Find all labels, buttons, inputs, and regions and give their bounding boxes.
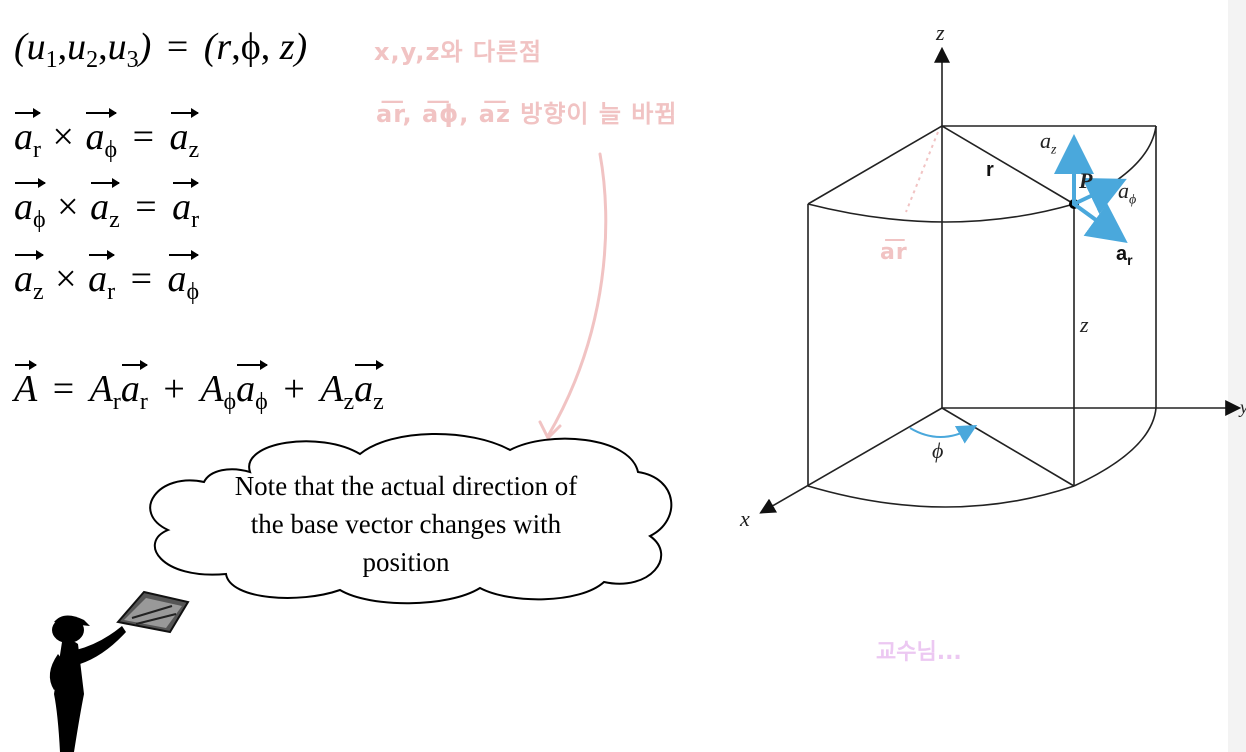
right-edge-strip (1228, 0, 1246, 752)
cloud-callout-shape (149, 432, 673, 605)
point-P-label: P (1079, 168, 1093, 193)
a-z-unit-vector-label: az (1040, 128, 1057, 158)
z-axis-label: z (936, 20, 945, 45)
cylindrical-coordinates-figure (759, 46, 1242, 514)
handwritten-professor-note: 교수님... (876, 640, 962, 665)
coordinate-mapping-equation: (u1,u2,u3) = (r,ϕ, z) (14, 26, 308, 73)
cross-product-equation-1: ar × aϕ = az (14, 108, 200, 163)
handwritten-note-line2: a͞r, a͞ϕ, a͞z 방향이 늘 바뀜 (376, 100, 678, 128)
cloud-note: Note that the actual direction of the ba… (196, 467, 616, 581)
cloud-note-line3: position (362, 547, 450, 577)
height-z-label: z (1080, 312, 1089, 337)
cross-product-equation-3: az × ar = aϕ (14, 250, 200, 305)
vector-decomposition-equation: A = Arar + Aϕaϕ + Azaz (14, 360, 384, 415)
x-axis-label: x (740, 506, 750, 531)
handwritten-ar-mark: a͞r (880, 240, 908, 265)
y-axis-label: y (1240, 398, 1246, 416)
radius-label: r (986, 159, 994, 181)
handwritten-note-line1: x,y,z와 다른점 (374, 38, 543, 66)
cross-product-equation-2: aϕ × az = ar (14, 178, 200, 233)
thinking-person-clipart (49, 590, 190, 752)
handwritten-arrow (538, 152, 608, 440)
a-r-unit-vector-label: ar (1116, 243, 1133, 268)
cloud-note-line1: Note that the actual direction of (234, 471, 578, 501)
phi-angle-label: ϕ (932, 438, 944, 463)
cloud-note-line2: the base vector changes with (250, 509, 562, 539)
a-phi-unit-vector-label: aϕ (1118, 178, 1137, 208)
